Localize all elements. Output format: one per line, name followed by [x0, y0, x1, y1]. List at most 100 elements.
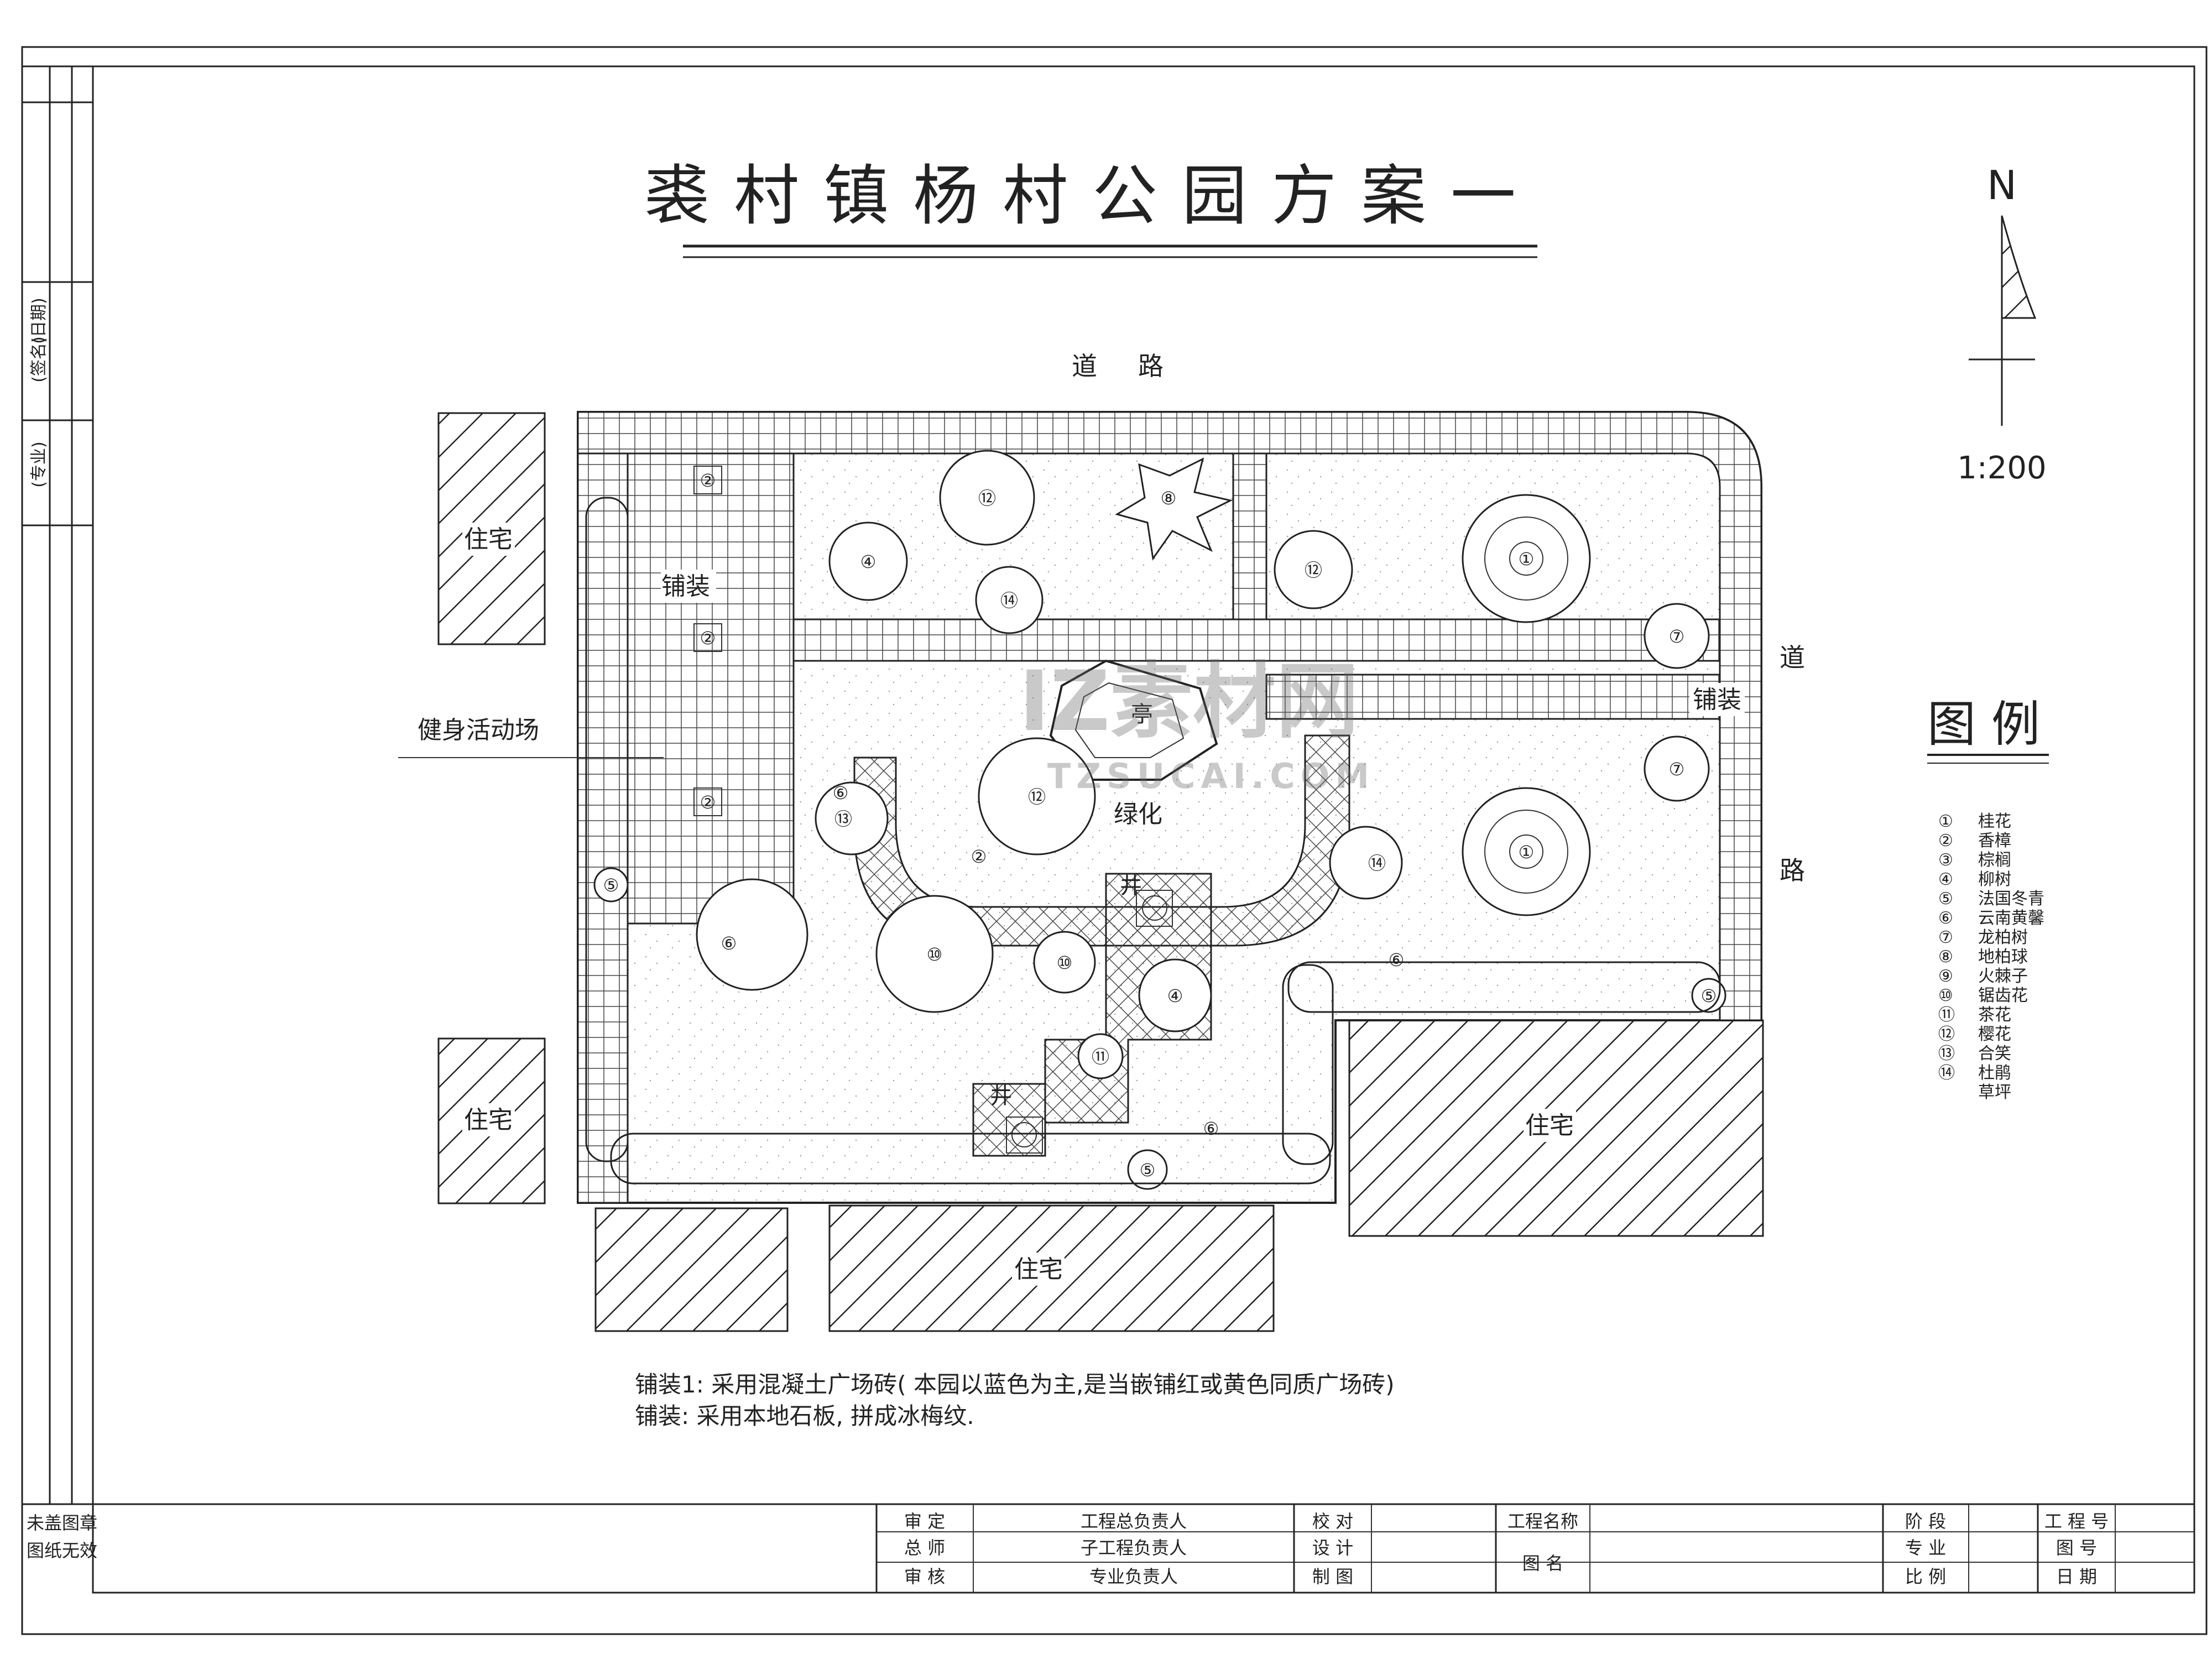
road-label: 路 — [1138, 351, 1164, 381]
svg-text:⑦: ⑦ — [1669, 626, 1685, 647]
svg-text:总 师: 总 师 — [904, 1537, 945, 1558]
north-arrow-icon: N 1:200 — [1957, 162, 2046, 486]
legend-number: ① — [1938, 812, 1953, 831]
svg-text:日 期: 日 期 — [2056, 1566, 2097, 1587]
legend-number: ⑥ — [1938, 909, 1953, 928]
legend-plant-name: 龙柏树 — [1978, 928, 2028, 947]
svg-text:阶 段: 阶 段 — [1905, 1511, 1946, 1532]
svg-text:⑥: ⑥ — [833, 782, 849, 804]
fitness-label: 健身活动场 — [418, 716, 539, 744]
legend-number: ⑨ — [1938, 967, 1953, 986]
svg-text:⑤: ⑤ — [1140, 1160, 1156, 1181]
sidebar-label: (专业) — [29, 441, 49, 487]
drawing-title: 裘村镇杨村公园方案一 — [644, 158, 1540, 234]
svg-text:⑫: ⑫ — [978, 488, 996, 509]
svg-text:⑦: ⑦ — [1669, 759, 1685, 780]
svg-text:图 名: 图 名 — [1522, 1553, 1563, 1574]
legend-plant-name: 锯齿花 — [1978, 986, 2028, 1005]
legend-plant-name: 火棘子 — [1978, 967, 2028, 986]
svg-text:⑥: ⑥ — [721, 933, 737, 954]
svg-text:⑤: ⑤ — [603, 875, 619, 896]
watermark: IZ素材网 TZSUCAI.COM — [1019, 654, 1375, 796]
legend-number: ⑤ — [1938, 889, 1953, 909]
svg-text:⑭: ⑭ — [1368, 853, 1386, 874]
svg-text:工程名称: 工程名称 — [1507, 1511, 1578, 1532]
svg-text:⑥: ⑥ — [1389, 950, 1405, 971]
residence-label: 住宅 — [464, 525, 513, 554]
svg-text:⑧: ⑧ — [1161, 488, 1177, 509]
svg-text:⑪: ⑪ — [1092, 1046, 1109, 1067]
legend-plant-name: 棕榈 — [1978, 851, 2011, 870]
note-line: 铺装: 采用本地石板, 拼成冰梅纹. — [635, 1402, 974, 1430]
legend-plant-name: 合笑 — [1978, 1044, 2011, 1063]
legend-plant-name: 桂花 — [1978, 812, 2011, 831]
svg-text:设 计: 设 计 — [1312, 1537, 1353, 1558]
sidebar-label: (签名) — [29, 336, 49, 382]
legend-plant-name: 云南黄馨 — [1978, 909, 2044, 928]
legend-number: ③ — [1938, 851, 1953, 870]
svg-text:工程总负责人: 工程总负责人 — [1081, 1511, 1187, 1532]
greening-label: 绿化 — [1114, 800, 1162, 828]
legend-plant-name: 香樟 — [1978, 831, 2011, 851]
tree-number-labels: ② ② ② ④ ⑫ ⑧ ⑫ ① ⑦ ⑭ ⑦ ① ⑥ ⑫ ⑬ ② ⑭ ⑩ ⑩ ④ … — [603, 470, 1717, 1181]
road-label: 路 — [1780, 855, 1805, 885]
paving-perimeter — [577, 411, 1762, 1021]
svg-text:⑩: ⑩ — [1057, 952, 1073, 973]
legend-number: ⑪ — [1938, 1005, 1955, 1025]
legend-plant-name: 樱花 — [1978, 1025, 2011, 1044]
stamp-note: 未盖图章 — [27, 1512, 97, 1533]
legend-number: ⑦ — [1938, 928, 1953, 947]
svg-text:②: ② — [971, 846, 987, 867]
residence-label: 住宅 — [1014, 1255, 1063, 1284]
legend-number: ⑩ — [1938, 986, 1953, 1005]
svg-text:图 号: 图 号 — [2056, 1537, 2097, 1558]
svg-text:⑩: ⑩ — [927, 944, 943, 965]
legend-plant-name: 杜鹃 — [1978, 1063, 2011, 1083]
svg-text:专 业: 专 业 — [1905, 1537, 1946, 1558]
legend-plant-name: 地柏球 — [1978, 947, 2028, 967]
svg-text:⑭: ⑭ — [1000, 590, 1018, 611]
svg-text:②: ② — [700, 792, 716, 813]
hedge-rows — [585, 497, 1721, 1185]
scale-label: 1:200 — [1957, 450, 2046, 486]
legend-number: ② — [1938, 831, 1953, 851]
svg-text:专业负责人: 专业负责人 — [1089, 1566, 1178, 1587]
watermark-main: IZ素材网 — [1019, 654, 1359, 750]
svg-text:审 核: 审 核 — [904, 1566, 945, 1587]
legend-number: ⑧ — [1938, 947, 1953, 967]
paving-label: 铺装 — [661, 572, 710, 601]
legend-number: ⑬ — [1938, 1044, 1955, 1063]
sidebar-label: (日期) — [29, 298, 49, 343]
svg-text:审 定: 审 定 — [904, 1511, 945, 1532]
svg-text:④: ④ — [1167, 985, 1183, 1006]
svg-text:④: ④ — [860, 551, 877, 572]
svg-text:⑤: ⑤ — [1701, 985, 1717, 1006]
legend-title: 图 例 — [1927, 696, 2040, 753]
watermark-sub: TZSUCAI.COM — [1047, 756, 1375, 796]
svg-text:比 例: 比 例 — [1905, 1566, 1946, 1587]
plantings — [593, 450, 1726, 1190]
residence-label: 住宅 — [464, 1106, 513, 1134]
well-label: 井 — [990, 1083, 1012, 1109]
road-label: 道 — [1780, 643, 1805, 672]
legend-plant-name: 柳树 — [1978, 870, 2011, 889]
svg-text:②: ② — [700, 628, 716, 649]
svg-text:⑫: ⑫ — [1305, 560, 1322, 581]
svg-text:子工程负责人: 子工程负责人 — [1081, 1537, 1187, 1558]
stamp-note: 图纸无效 — [27, 1540, 97, 1561]
title-block: 审 定 总 师 审 核 工程总负责人 子工程负责人 专业负责人 校 对 设 计 … — [92, 1503, 2195, 1594]
residence — [594, 1207, 789, 1332]
legend-number: ④ — [1938, 870, 1953, 889]
pavilion-label: 亭 — [1131, 702, 1153, 727]
svg-text:校 对: 校 对 — [1312, 1511, 1353, 1532]
north-letter: N — [1987, 162, 2017, 208]
note-line: 铺装1: 采用混凝土广场砖( 本园以蓝色为主,是当嵌铺红或黄色同质广场砖) — [635, 1371, 1395, 1398]
paving-left-plaza — [627, 452, 795, 925]
pavilion — [1049, 659, 1218, 781]
svg-text:制 图: 制 图 — [1312, 1566, 1353, 1587]
outer-frame — [21, 46, 2208, 1635]
svg-text:⑬: ⑬ — [834, 808, 852, 830]
paving-label: 铺装 — [1693, 686, 1741, 714]
